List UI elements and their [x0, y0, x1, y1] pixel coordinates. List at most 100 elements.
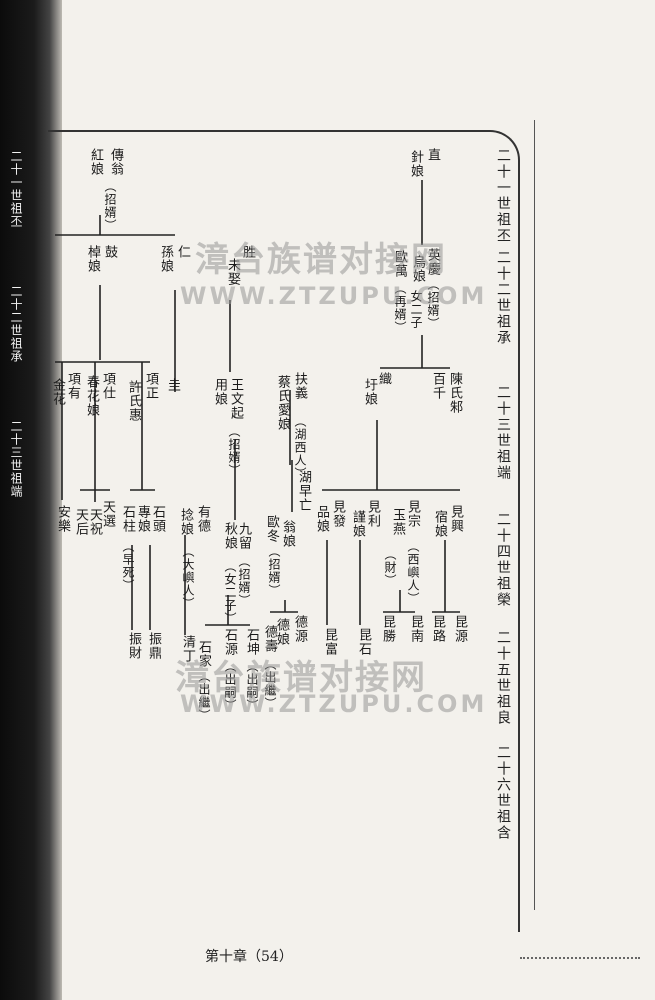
node-jiansheng: 胜: [240, 245, 255, 259]
tree-frame: [48, 130, 520, 932]
node-jianzong-note: （西嶼人）: [406, 540, 420, 605]
footer-dotted-line: [520, 957, 640, 959]
node-gu: 鼓: [102, 245, 117, 259]
node-shangbai-wife: 陳氏邾: [447, 372, 462, 414]
spine-label-2: 二十二世祖承: [9, 285, 23, 363]
node-zhenyu: 振鼎: [146, 632, 161, 660]
node-wangwen-wife: 用娘: [212, 378, 227, 406]
node-wengjian-note: （招婿）: [103, 180, 117, 232]
node-yingqing-note2: （再婿）: [393, 282, 407, 334]
node-shikun: 石坤: [244, 628, 259, 656]
book-spine-shadow: [0, 0, 62, 1000]
node-xiangshi: 項仕: [100, 372, 115, 400]
node-kunlu: 昆路: [430, 615, 445, 643]
node-zhi: 直: [425, 148, 440, 162]
node-jian-note: （財）: [383, 548, 397, 587]
node-shishi: 石頭: [150, 505, 165, 533]
node-jianli-wife: 謹娘: [350, 510, 365, 538]
node-kunnan: 昆南: [408, 615, 423, 643]
spine-label-3: 二十三世祖端: [9, 420, 23, 498]
node-yingqing-wife2: 歐萬: [392, 250, 407, 278]
watermark-en-top: WWW.ZTZUPU.COM: [180, 282, 488, 310]
node-zhi-wife: 針娘: [408, 150, 423, 178]
node-zhi2: 織: [376, 372, 391, 386]
node-tianxuan: 天選: [100, 500, 115, 528]
node-zhencai: 振財: [126, 632, 141, 660]
node-ouwu-wife: 翁娘: [280, 520, 295, 548]
generation-label-21: 二十一世祖丕: [495, 148, 511, 244]
generation-label-23: 二十三世祖端: [495, 385, 511, 481]
node-yingqing-wife: 烏娘: [410, 255, 425, 283]
node-ren: 仁: [175, 245, 190, 259]
node-jiuliu-wife: 秋娘: [222, 522, 237, 550]
node-kunsheng: 昆勝: [380, 615, 395, 643]
node-deyuan: 德源: [292, 615, 307, 643]
node-fuyuan: 扶義: [292, 372, 307, 400]
node-xiangyou: 項有: [65, 372, 80, 400]
node-yingqing-note: （招婿）: [426, 278, 440, 330]
node-jianzong-wife: 玉燕: [390, 508, 405, 536]
node-yingqing-son: 女二子: [409, 290, 423, 329]
node-jiansheng-2: 未娶: [225, 258, 240, 286]
node-youde-note: （大嶼人）: [181, 545, 195, 610]
node-ouwu: 歐冬: [264, 515, 279, 543]
node-yingqing: 英慶: [425, 248, 440, 276]
node-jianxing: 見興: [448, 505, 463, 533]
node-deyuan-wife: 德娘: [274, 618, 289, 646]
node-xiangshi-wife: 春花娘: [84, 375, 99, 417]
node-wangwen: 王文起: [228, 378, 243, 420]
watermark-cn-bottom: 漳台族谱对接网: [175, 658, 427, 698]
node-youde: 有德: [195, 505, 210, 533]
watermark-en-bottom: WWW.ZTZUPU.COM: [180, 690, 488, 718]
node-shishi-wife: 專娘: [135, 505, 150, 533]
node-wangwen-note: （招婿）: [227, 425, 241, 477]
node-jianxing-wife: 宿娘: [432, 510, 447, 538]
generation-label-25: 二十五世祖良: [495, 630, 511, 726]
page-footer: 第十章（54）: [205, 949, 293, 965]
node-kunfu: 昆富: [322, 628, 337, 656]
node-ren-wife: 孫娘: [158, 245, 173, 273]
watermark-cn-top: 漳台族谱对接网: [195, 240, 447, 280]
node-deshou: 德壽: [262, 625, 277, 653]
node-jianli: 見利: [365, 500, 380, 528]
spine-label-1: 二十一世祖丕: [9, 150, 23, 228]
node-qingshi-son: 石家: [196, 640, 211, 668]
node-kunshi: 昆石: [356, 628, 371, 656]
node-xiangzheng-wife: 許氏惠: [126, 380, 141, 422]
node-xiangyou-wife: 金花: [50, 378, 65, 406]
node-fuyuan-note: （湖西人）: [293, 415, 307, 480]
node-fuyuan-wife: 蔡氏愛娘: [275, 375, 290, 431]
node-tianzhu: 天祝: [87, 508, 102, 536]
node-shiyuan: 石源: [222, 628, 237, 656]
node-huzao: 湖早亡: [296, 470, 311, 512]
node-wengjian-wife: 紅娘: [88, 148, 103, 176]
node-zhu: 圭: [165, 378, 180, 392]
node-anle: 安樂: [55, 505, 70, 533]
node-shikun-note: （出嗣）: [245, 660, 259, 712]
node-kunyuan: 昆源: [452, 615, 467, 643]
node-xiangzheng: 項正: [143, 372, 158, 400]
node-qingshi-note: （出繼）: [197, 670, 211, 722]
node-wengjian: 傳翁: [108, 148, 123, 176]
node-qingshi: 清丁: [180, 635, 195, 663]
generation-label-26: 二十六世祖含: [495, 745, 511, 841]
node-shizhu: 石柱: [120, 505, 135, 533]
node-jianzong: 見宗: [405, 500, 420, 528]
node-tianhou: 天后: [73, 508, 88, 536]
node-jianzhi-wife: 品娘: [314, 505, 329, 533]
node-deshou-note: （出繼）: [263, 658, 277, 710]
generation-column-divider: [534, 120, 536, 910]
node-zhi2-wife: 圩娘: [362, 378, 377, 406]
generation-label-24: 二十四世祖榮: [495, 512, 511, 608]
node-jiuliu-son: （女二子）: [223, 560, 237, 625]
node-ouwu-note: （招婿）: [267, 545, 281, 597]
node-gu-wife: 棹娘: [85, 245, 100, 273]
node-youde-wife: 捻娘: [178, 508, 193, 536]
node-jianzhi: 見發: [330, 500, 345, 528]
node-jiuliu: 九留: [236, 522, 251, 550]
node-shizhu-note: （早死）: [121, 540, 135, 592]
node-shiyuan-note: （出嗣）: [223, 660, 237, 712]
node-shangbai: 百千: [430, 372, 445, 400]
generation-label-22: 二十二世祖承: [495, 250, 511, 346]
